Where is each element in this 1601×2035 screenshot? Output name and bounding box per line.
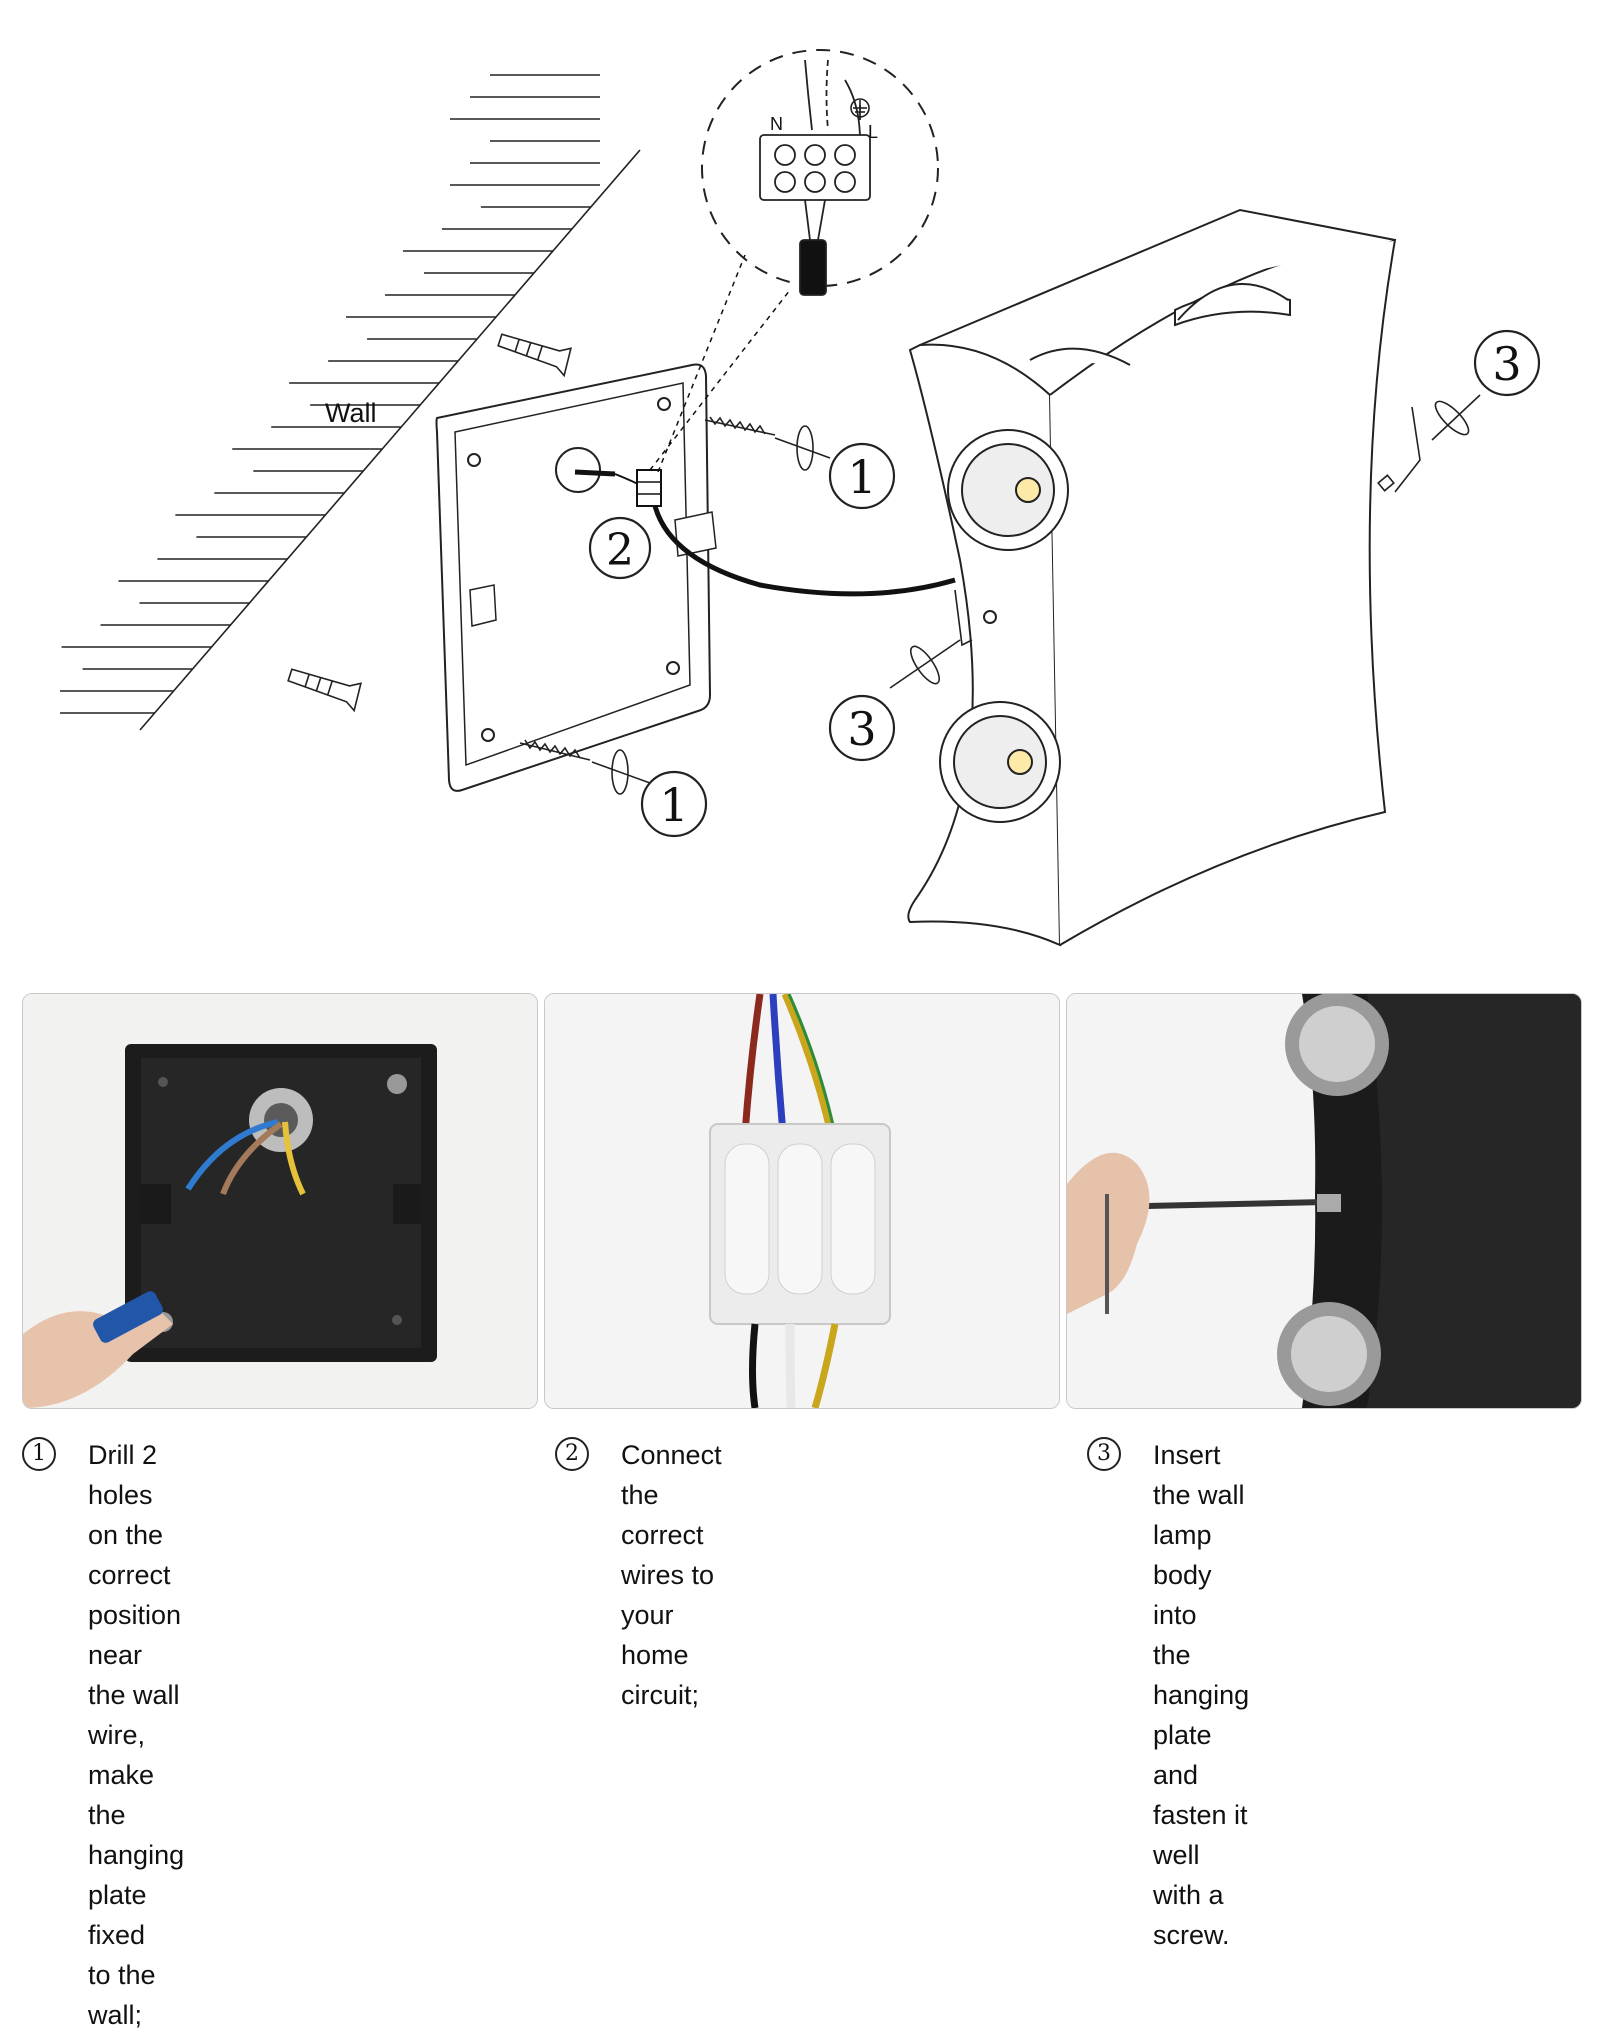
- screw-bottom: [519, 739, 651, 795]
- photo-step-2: [544, 993, 1060, 1409]
- ground-icon: [850, 98, 870, 118]
- svg-text:3: 3: [1492, 337, 1521, 391]
- plate-wiring: [574, 254, 956, 597]
- callout-wiring: 2: [588, 516, 652, 580]
- terminal-label-n: N: [770, 114, 783, 134]
- wall-lamp-body: [907, 208, 1397, 947]
- callout-lamp-right: 3: [1473, 329, 1541, 397]
- hex-key-left: [889, 589, 973, 689]
- hanging-plate: [435, 363, 717, 792]
- callout-lamp-side: 3: [828, 694, 896, 762]
- callout-screw-top: 1: [828, 442, 896, 510]
- step-1-text: Drill 2 holes on the correct position ne…: [88, 1440, 185, 2030]
- screw-top: [704, 416, 831, 471]
- terminal-detail-callout: N L: [701, 49, 939, 296]
- step-1-number: 1: [22, 1437, 56, 1471]
- photo-step-3: [1066, 993, 1582, 1409]
- svg-text:2: 2: [606, 525, 634, 576]
- wall-anchor-top: [497, 333, 572, 378]
- callout-screw-bottom: 1: [640, 770, 708, 838]
- svg-text:1: 1: [659, 778, 688, 832]
- svg-text:1: 1: [847, 450, 876, 504]
- hex-key-right: [1377, 394, 1481, 493]
- wall-label: Wall: [325, 398, 377, 428]
- installation-diagram: Wall: [60, 49, 1541, 947]
- step-3-text: Insert the wall lamp body into the hangi…: [1153, 1440, 1250, 1950]
- svg-text:3: 3: [847, 702, 876, 756]
- terminal-label-l: L: [868, 122, 878, 142]
- step-2-text: Connect the correct wires to your home c…: [621, 1440, 722, 1710]
- wall-anchor-bottom: [287, 668, 362, 713]
- wall-hatching: [60, 74, 641, 731]
- step-3-number: 3: [1087, 1437, 1121, 1471]
- step-2-number: 2: [555, 1437, 589, 1471]
- photo-step-1: [22, 993, 538, 1409]
